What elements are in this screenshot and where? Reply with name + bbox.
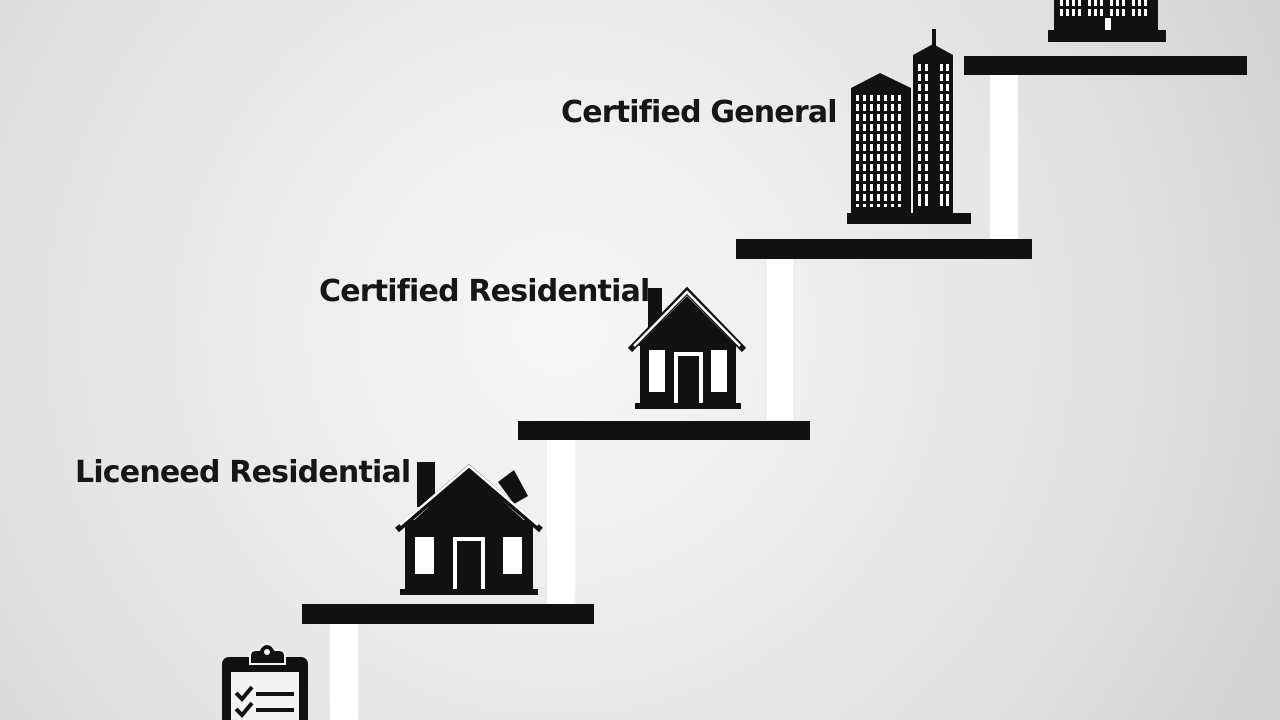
- house-icon: [627, 286, 747, 409]
- step-4: [964, 56, 1247, 75]
- step-2: [518, 421, 810, 440]
- house-icon: [395, 462, 543, 595]
- riser-4: [990, 74, 1018, 240]
- skyscraper-icon: [847, 29, 971, 224]
- office-building-icon: [1048, 0, 1166, 42]
- clipboard-checklist-icon: [222, 642, 308, 720]
- riser-1: [330, 622, 358, 720]
- step-label-certified-residential: Certified Residential: [319, 274, 650, 309]
- riser-2: [547, 440, 575, 605]
- step-3: [736, 239, 1032, 259]
- step-label-certified-general: Certified General: [561, 95, 838, 130]
- stair-risers: [330, 74, 1018, 720]
- step-label-licensed-residential: Liceneed Residential: [75, 455, 411, 490]
- step-1: [302, 604, 594, 624]
- riser-3: [767, 258, 793, 420]
- stair-steps: [302, 56, 1247, 624]
